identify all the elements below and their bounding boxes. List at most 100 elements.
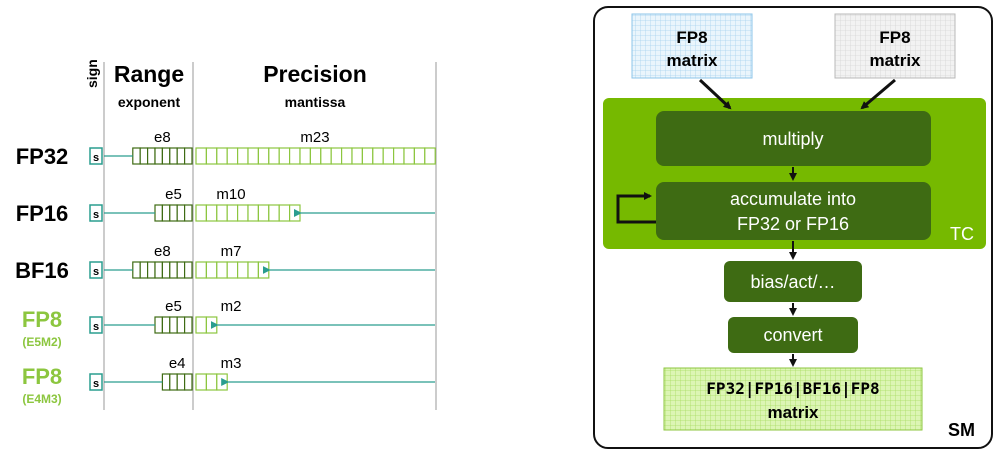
format-row-3-mantissa-bit xyxy=(257,261,270,279)
format-row-1-mantissa-bit xyxy=(413,147,426,165)
convert-block xyxy=(728,317,858,353)
format-row-1-name: FP32 xyxy=(16,144,69,169)
format-row-2-exponent-bit xyxy=(154,204,164,222)
format-row-2-mantissa-bit xyxy=(247,204,259,222)
sign-header: sign xyxy=(84,59,100,88)
format-row-5-mantissa-bit xyxy=(195,373,207,391)
format-row-1-mantissa-bit xyxy=(351,147,363,165)
format-row-1-mantissa-bit xyxy=(393,147,405,165)
convert-label: convert xyxy=(763,325,822,345)
format-row-5-exponent-bit xyxy=(184,373,193,391)
format-row-3-exponent-bit xyxy=(154,261,164,279)
format-row-1-mantissa-bit xyxy=(320,147,332,165)
format-row-4-exponent-bit xyxy=(154,316,164,334)
format-row-4-name: FP8 xyxy=(22,307,62,332)
sm-label: SM xyxy=(948,420,975,440)
format-row-4-exponent-label: e5 xyxy=(165,298,182,315)
format-row-5-mantissa-bit xyxy=(205,373,218,391)
format-row-1-exponent-bit xyxy=(132,147,141,165)
format-row-1-mantissa-bit xyxy=(216,147,228,165)
format-row-4-mantissa-bit xyxy=(205,316,218,334)
tc-label: TC xyxy=(950,224,974,244)
format-row-1-mantissa-bit xyxy=(268,147,280,165)
format-row-3-mantissa-label: m7 xyxy=(221,243,242,260)
format-row-3-mantissa-bit xyxy=(195,261,207,279)
sm-pipeline-panel: SM FP8 matrix FP8 matrix TC multiply acc… xyxy=(593,6,993,449)
format-row-2-exponent-bit xyxy=(184,204,193,222)
format-row-4-mantissa-bit xyxy=(195,316,207,334)
accumulate-feedback-loop xyxy=(616,192,656,224)
format-row-1-mantissa-bit xyxy=(289,147,301,165)
format-row-3-mantissa-bit xyxy=(216,261,228,279)
format-row-2-mantissa-bit xyxy=(257,204,270,222)
format-row-2-mantissa-bit xyxy=(278,204,291,222)
format-row-2-exponent-bit xyxy=(176,204,186,222)
format-row-5-sign-label: s xyxy=(93,378,99,390)
accumulate-label-line2: FP32 or FP16 xyxy=(737,214,849,234)
multiply-label: multiply xyxy=(762,129,823,149)
input-matrix-a-line2: matrix xyxy=(666,51,718,70)
float-formats-panel: sign Range exponent Precision mantissa F… xyxy=(15,59,437,410)
format-row-1-mantissa-bit xyxy=(257,147,270,165)
format-row-4-exponent-bit xyxy=(176,316,186,334)
input-matrix-a-line1: FP8 xyxy=(676,28,707,47)
format-row-1-mantissa-bit xyxy=(237,147,249,165)
input-matrix-b-line1: FP8 xyxy=(879,28,910,47)
format-row-2-mantissa-bit xyxy=(289,204,301,222)
format-row-3-mantissa-bit xyxy=(237,261,249,279)
format-row-3-mantissa-bit xyxy=(205,261,218,279)
format-row-3-name: BF16 xyxy=(15,258,69,283)
format-row-1-mantissa-bit xyxy=(382,147,395,165)
format-row-3-exponent-bit xyxy=(147,261,156,279)
format-row-2-mantissa-bit xyxy=(226,204,239,222)
format-row-2-exponent-bit xyxy=(161,204,171,222)
format-row-5-variant: (E4M3) xyxy=(22,392,61,406)
format-row-1-mantissa-bit xyxy=(247,147,259,165)
format-row-3-exponent-bit xyxy=(169,261,178,279)
format-row-5-sign-box xyxy=(89,373,103,391)
format-row-1-exponent-bit xyxy=(139,147,149,165)
format-row-3-exponent-bit xyxy=(139,261,149,279)
format-row-1-mantissa-bit xyxy=(361,147,374,165)
format-row-1-mantissa-bit xyxy=(299,147,311,165)
format-row-3-mantissa-bit xyxy=(247,261,259,279)
input-matrix-b-line2: matrix xyxy=(869,51,921,70)
arrow-input-a-to-multiply xyxy=(698,78,732,110)
exponent-header: exponent xyxy=(118,94,181,110)
precision-header: Precision xyxy=(263,61,367,87)
format-row-2-mantissa-bit xyxy=(237,204,249,222)
format-row-1-sign-label: s xyxy=(93,152,99,164)
format-row-5-exponent-label: e4 xyxy=(169,355,186,372)
output-matrix-line1: FP32|FP16|BF16|FP8 xyxy=(706,379,879,399)
format-row-2-mantissa-bit xyxy=(195,204,207,222)
format-row-1-mantissa-bit xyxy=(195,147,207,165)
format-row-1-exponent-bit xyxy=(169,147,178,165)
format-row-1-mantissa-bit xyxy=(309,147,322,165)
input-matrix-b xyxy=(834,13,956,79)
format-row-3-exponent-bit xyxy=(184,261,193,279)
format-row-1-sign-box xyxy=(89,147,103,165)
format-row-1-mantissa-bit xyxy=(278,147,291,165)
format-row-3-sign-label: s xyxy=(93,266,99,278)
format-row-5-mantissa-label: m3 xyxy=(221,355,242,372)
input-matrix-a xyxy=(631,13,753,79)
range-header: Range xyxy=(114,61,184,87)
format-row-4-sign-box xyxy=(89,316,103,334)
format-row-1-exponent-bit xyxy=(154,147,164,165)
format-row-1-mantissa-bit xyxy=(226,147,239,165)
format-row-1-mantissa-bit xyxy=(403,147,415,165)
format-row-3-sign-box xyxy=(89,261,103,279)
format-row-1-mantissa-label: m23 xyxy=(300,129,329,146)
format-row-2-exponent-bit xyxy=(169,204,178,222)
format-row-1-mantissa-bit xyxy=(372,147,384,165)
format-row-2-mantissa-label: m10 xyxy=(216,186,245,203)
format-row-1-exponent-label: e8 xyxy=(154,129,171,146)
mantissa-header: mantissa xyxy=(285,94,346,110)
format-row-1-exponent-bit xyxy=(184,147,193,165)
output-matrix-line2: matrix xyxy=(767,403,819,422)
format-row-3-exponent-label: e8 xyxy=(154,243,171,260)
format-row-2-mantissa-bit xyxy=(216,204,228,222)
format-row-1-mantissa-bit xyxy=(341,147,353,165)
